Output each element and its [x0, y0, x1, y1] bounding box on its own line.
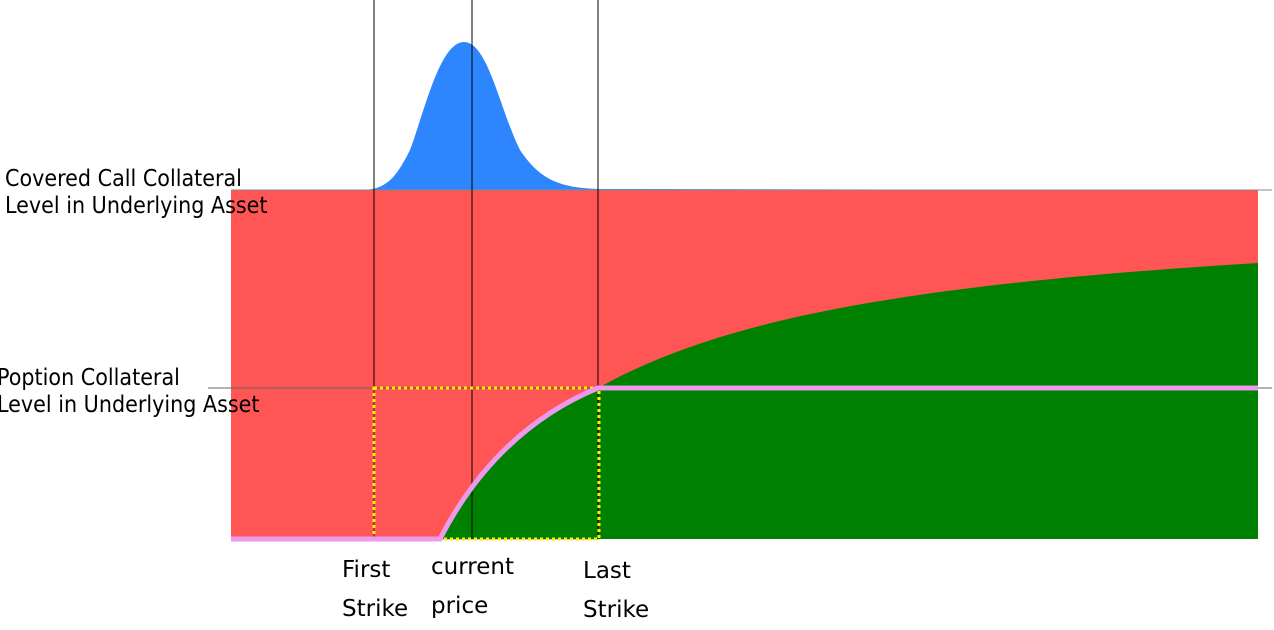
first-strike-label-line2: Strike: [342, 596, 409, 622]
current-price-label: current price: [431, 548, 514, 626]
first-strike-label: First Strike: [342, 551, 408, 629]
last-strike-label: Last Strike: [583, 552, 649, 630]
current-price-label-line2: price: [431, 593, 489, 619]
poption-label-line2: Level in Underlying Asset: [0, 392, 260, 418]
covered-call-label-line1: Covered Call Collateral: [5, 166, 242, 192]
poption-payoff-line: [231, 385, 1258, 542]
poption-label-line1: Poption Collateral: [0, 365, 180, 391]
strike-range-box: [372, 386, 601, 541]
covered-call-label-line2: Level in Underlying Asset: [5, 193, 268, 219]
strike-range-box-shadow: [373, 387, 600, 540]
last-strike-label-line1: Last: [583, 558, 631, 584]
price-distribution-curve: [231, 42, 1258, 190]
covered-call-label: Covered Call Collateral Level in Underly…: [5, 166, 268, 220]
poption-collateral-region: [440, 263, 1258, 539]
first-strike-label-line1: First: [342, 557, 391, 583]
poption-label: Poption Collateral Level in Underlying A…: [0, 365, 260, 419]
current-price-label-line1: current: [431, 554, 514, 580]
last-strike-label-line2: Strike: [583, 597, 650, 623]
